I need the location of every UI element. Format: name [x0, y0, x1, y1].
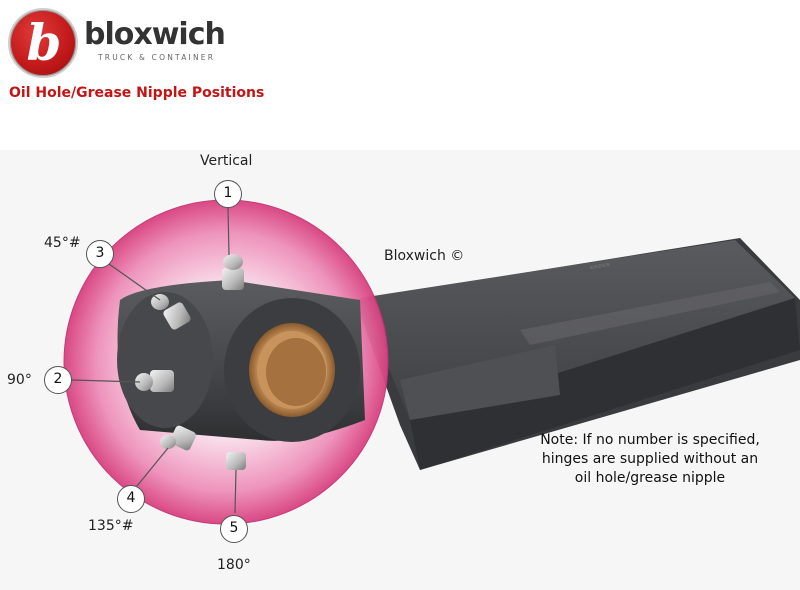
callout-2: 2 [44, 366, 72, 394]
grease-nipple-4 [160, 425, 196, 451]
brand-logo: b bloxwich TRUCK & CONTAINER [8, 8, 228, 78]
angle-label-180: 180° [217, 557, 251, 573]
svg-text:≡≡≡≡≡: ≡≡≡≡≡ [589, 262, 610, 272]
note-line-2: hinges are supplied without an [541, 451, 759, 467]
angle-label-45: 45°# [44, 235, 81, 251]
grease-nipple-5 [226, 452, 246, 470]
note-line-1: Note: If no number is specified, [540, 432, 760, 448]
grease-nipple-2 [135, 370, 174, 392]
note-text: Note: If no number is specified, hinges … [510, 431, 790, 488]
grease-nipple-1 [222, 254, 244, 290]
callout-1: 1 [214, 180, 242, 208]
page-title: Oil Hole/Grease Nipple Positions [9, 85, 265, 101]
hinge-leaf: ≡≡≡≡≡ [355, 238, 800, 470]
logo-emblem: b [8, 8, 78, 78]
logo-letter: b [26, 13, 62, 72]
copyright-label: Bloxwich © [384, 248, 465, 264]
grease-nipple-3 [151, 294, 191, 330]
callout-4: 4 [117, 485, 145, 513]
angle-label-vertical: Vertical [200, 153, 253, 169]
callout-3: 3 [86, 240, 114, 268]
angle-label-90: 90° [7, 372, 32, 388]
brand-name: bloxwich [84, 17, 226, 52]
brand-tagline: TRUCK & CONTAINER [98, 53, 216, 62]
callout-5: 5 [220, 515, 248, 543]
angle-label-135: 135°# [88, 518, 134, 534]
leader-lines [71, 207, 237, 514]
note-line-3: oil hole/grease nipple [574, 470, 726, 486]
